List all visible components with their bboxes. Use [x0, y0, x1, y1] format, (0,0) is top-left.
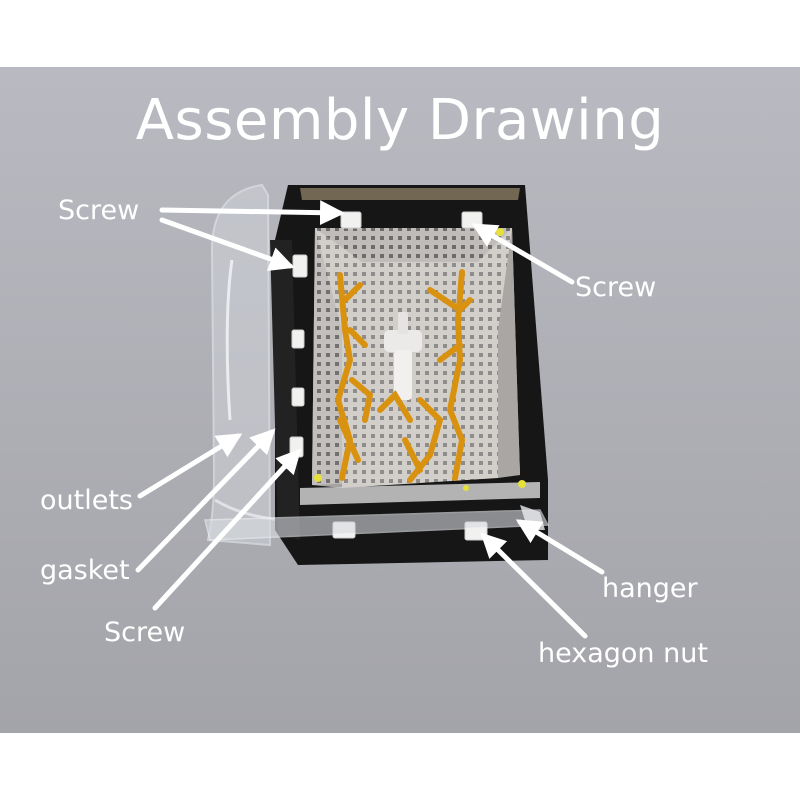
screw-head-top-left [340, 211, 362, 229]
screw-head-side-2 [291, 329, 305, 349]
screw-head-side-3 [291, 387, 305, 407]
plant-roots [334, 269, 473, 483]
label-screw-right: Screw [575, 272, 657, 303]
arrow-gasket [135, 428, 276, 573]
label-hexagon-nut: hexagon nut [538, 638, 708, 669]
label-gasket: gasket [40, 555, 130, 586]
label-hanger: hanger [602, 573, 698, 604]
callout-arrows [135, 200, 605, 639]
arrow-outlets [137, 433, 243, 499]
arrow-screw-side [159, 217, 295, 271]
arrow-screw-right [471, 223, 575, 285]
label-screw-top-left: Screw [58, 195, 140, 226]
arrow-screw-top [159, 200, 345, 226]
screw-head-side-1 [292, 254, 308, 278]
arrow-hanger [515, 519, 605, 575]
center-fitting [384, 312, 422, 400]
label-screw-bottom: Screw [104, 617, 186, 648]
title: Assembly Drawing [135, 88, 665, 153]
label-outlets: outlets [40, 485, 133, 516]
arrow-screw-bottom [152, 448, 302, 611]
arrow-hexagon-nut [480, 532, 588, 639]
